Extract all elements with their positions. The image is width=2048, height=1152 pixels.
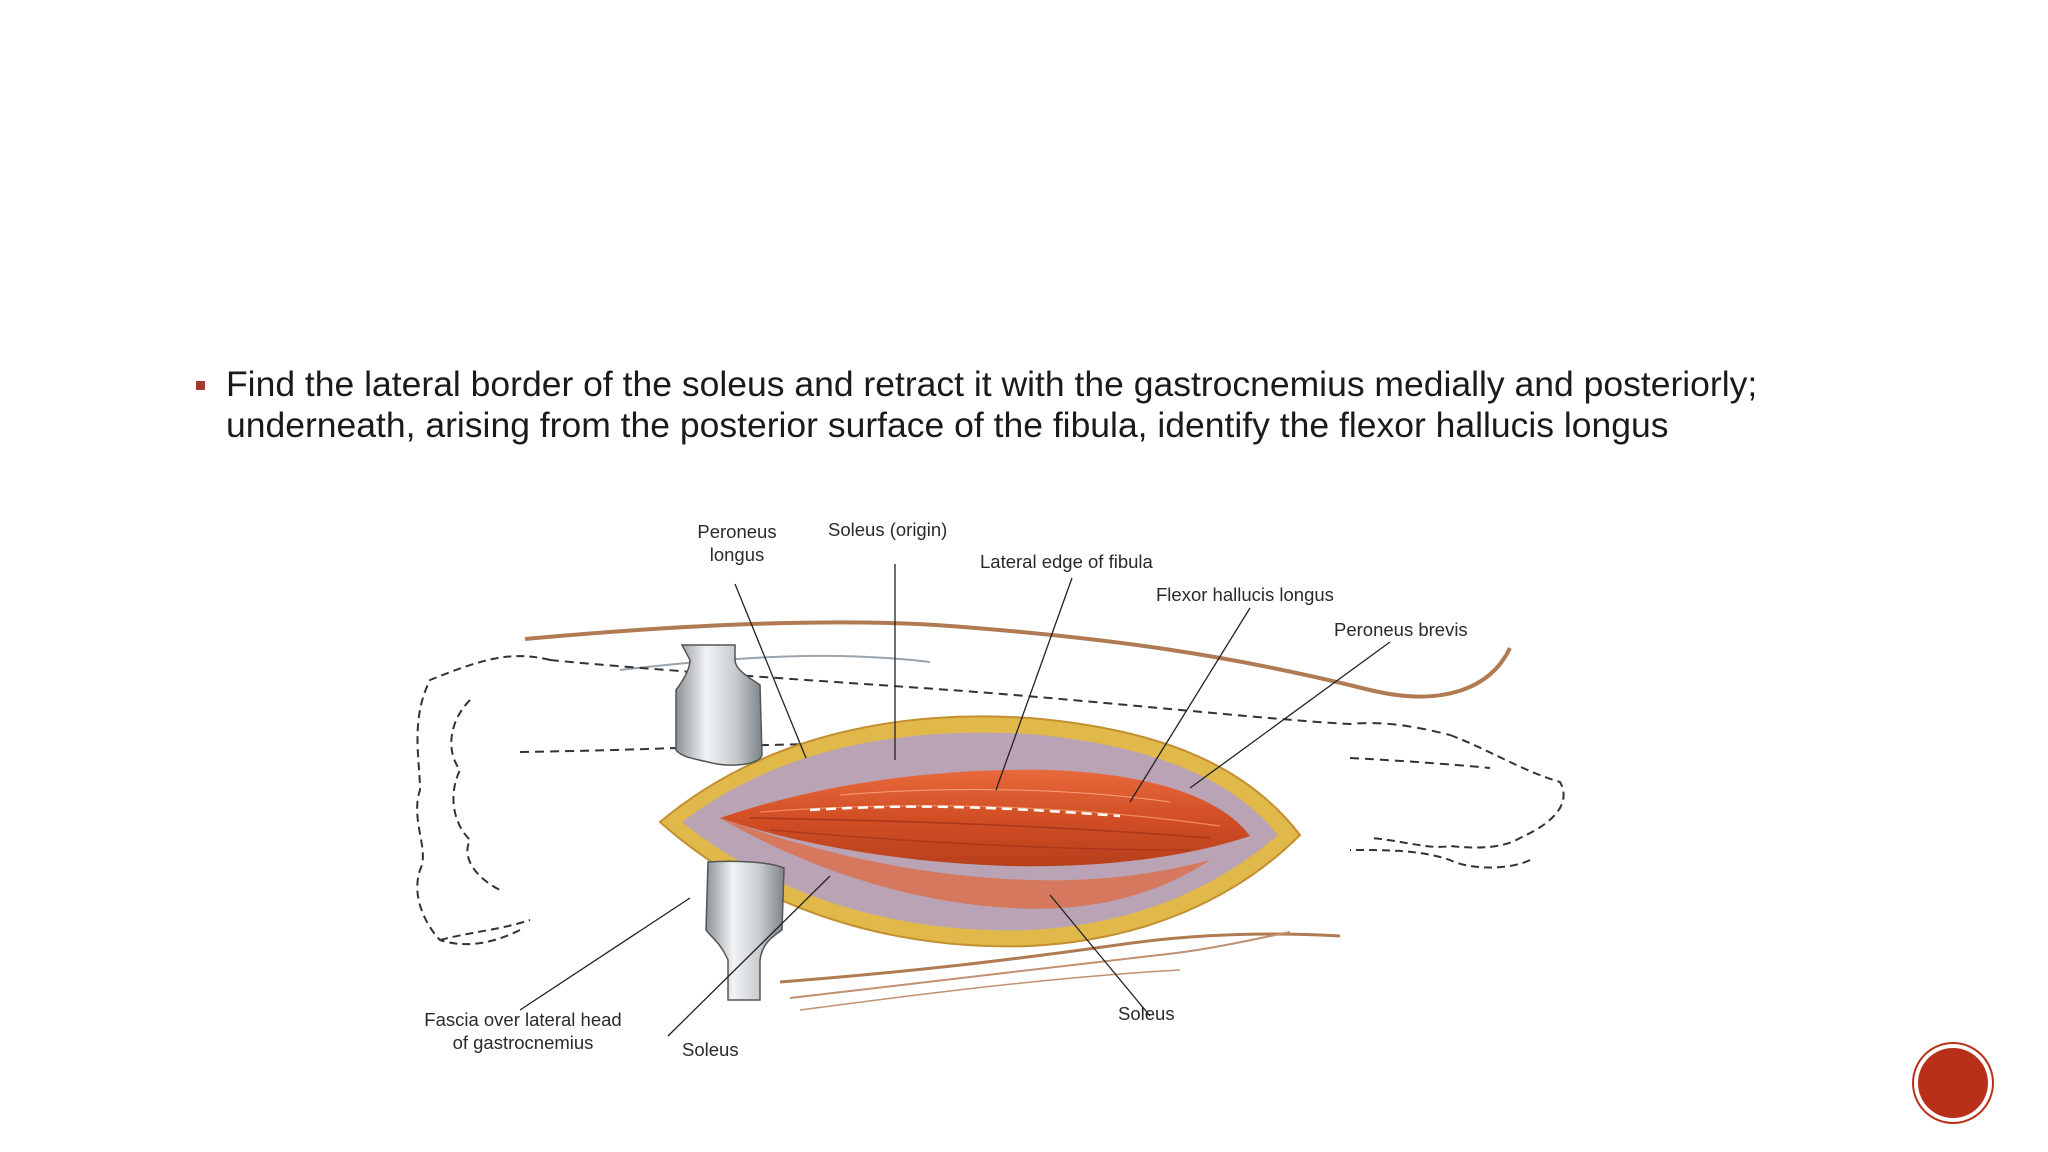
- bone-outline-right: [1369, 734, 1565, 849]
- label-soleus-lower: Soleus: [682, 1039, 739, 1060]
- label-flexor-hallucis-longus: Flexor hallucis longus: [1156, 584, 1334, 605]
- bone-outline-left-inner: [450, 699, 501, 891]
- bone-outline-bottom-left: [439, 919, 531, 941]
- label-peroneus-longus: Peroneus longus: [697, 521, 777, 565]
- bone-outline-right-2: [1349, 849, 1531, 869]
- label-lateral-edge-fibula: Lateral edge of fibula: [980, 551, 1153, 572]
- retractor-top: [675, 644, 763, 766]
- bullet-text: Find the lateral border of the soleus an…: [226, 364, 1758, 445]
- anatomy-figure: Peroneus longus Soleus (origin) Lateral …: [390, 519, 1590, 1070]
- skin-line-top: [524, 620, 1512, 699]
- label-fascia-gastrocnemius: Fascia over lateral head of gastrocnemiu…: [424, 1009, 622, 1053]
- slide-badge-icon: [1918, 1048, 1988, 1118]
- skin-line-top-inner: [619, 654, 931, 671]
- bullet-square-icon: [196, 381, 205, 390]
- wound-muscle-lower: [720, 818, 1210, 909]
- retractor-bottom: [705, 860, 785, 1001]
- label-soleus-origin: Soleus (origin): [828, 519, 948, 540]
- label-peroneus-brevis: Peroneus brevis: [1334, 619, 1468, 640]
- skin-line-bottom: [779, 932, 1341, 984]
- bone-outline-right-3: [1349, 757, 1491, 769]
- bullet-item: Find the lateral border of the soleus an…: [196, 364, 1796, 446]
- leader-lines: [519, 564, 1391, 1037]
- bone-outline-mid: [519, 743, 811, 753]
- skin-line-bottom-2: [789, 931, 1291, 999]
- label-soleus: Soleus: [1118, 1003, 1175, 1024]
- skin-line-bottom-3: [799, 969, 1181, 1011]
- fibula-edge-dashed: [809, 805, 1121, 818]
- bone-outline-left: [416, 655, 551, 946]
- anatomy-illustration: [416, 564, 1565, 1037]
